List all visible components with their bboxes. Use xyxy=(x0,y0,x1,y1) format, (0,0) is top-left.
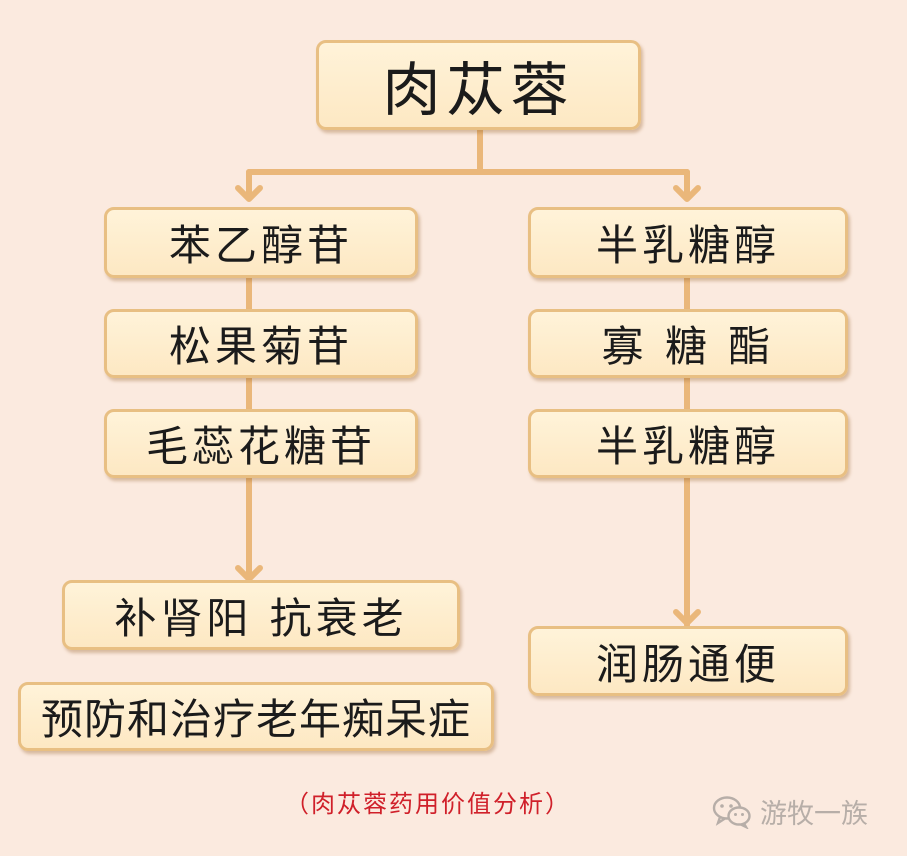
root-node: 肉苁蓉 xyxy=(316,40,641,130)
right-compound-label: 半乳糖醇 xyxy=(595,221,780,270)
left-compound-node: 苯乙醇苷 xyxy=(104,207,418,278)
right-branch-arrowhead xyxy=(673,185,701,202)
right-effect-label: 润肠通便 xyxy=(595,639,780,689)
left-compound-node: 松果菊苷 xyxy=(104,309,418,378)
figure-caption: （肉苁蓉药用价值分析） xyxy=(285,790,571,818)
right-effect-arrowhead xyxy=(673,609,701,626)
left-compound-label: 松果菊苷 xyxy=(168,322,353,371)
watermark: 游牧一族 xyxy=(712,792,868,831)
right-compound-node: 半乳糖醇 xyxy=(528,207,848,278)
right-compound-node: 半乳糖醇 xyxy=(528,409,848,478)
right-compound-node: 寡 糖 酯 xyxy=(528,309,848,378)
left-compound-label: 苯乙醇苷 xyxy=(168,221,353,270)
left-effect-node: 补肾阳 抗衰老 xyxy=(62,580,460,650)
left-compound-label: 毛蕊花糖苷 xyxy=(145,422,376,471)
watermark-text: 游牧一族 xyxy=(760,799,868,830)
left-branch-arrowhead xyxy=(235,185,263,202)
right-compound-label: 半乳糖醇 xyxy=(595,422,780,471)
left-compound-node: 毛蕊花糖苷 xyxy=(104,409,418,478)
wechat-icon xyxy=(712,795,751,829)
left-effect-label: 补肾阳 抗衰老 xyxy=(114,593,408,643)
left-effect-label: 预防和治疗老年痴呆症 xyxy=(40,695,471,744)
left-effect-arrowhead xyxy=(235,565,263,582)
left-effect-node: 预防和治疗老年痴呆症 xyxy=(18,682,494,751)
root-label: 肉苁蓉 xyxy=(382,56,575,124)
right-effect-node: 润肠通便 xyxy=(528,626,848,696)
root-connector xyxy=(246,125,690,175)
right-compound-label: 寡 糖 酯 xyxy=(601,322,775,371)
